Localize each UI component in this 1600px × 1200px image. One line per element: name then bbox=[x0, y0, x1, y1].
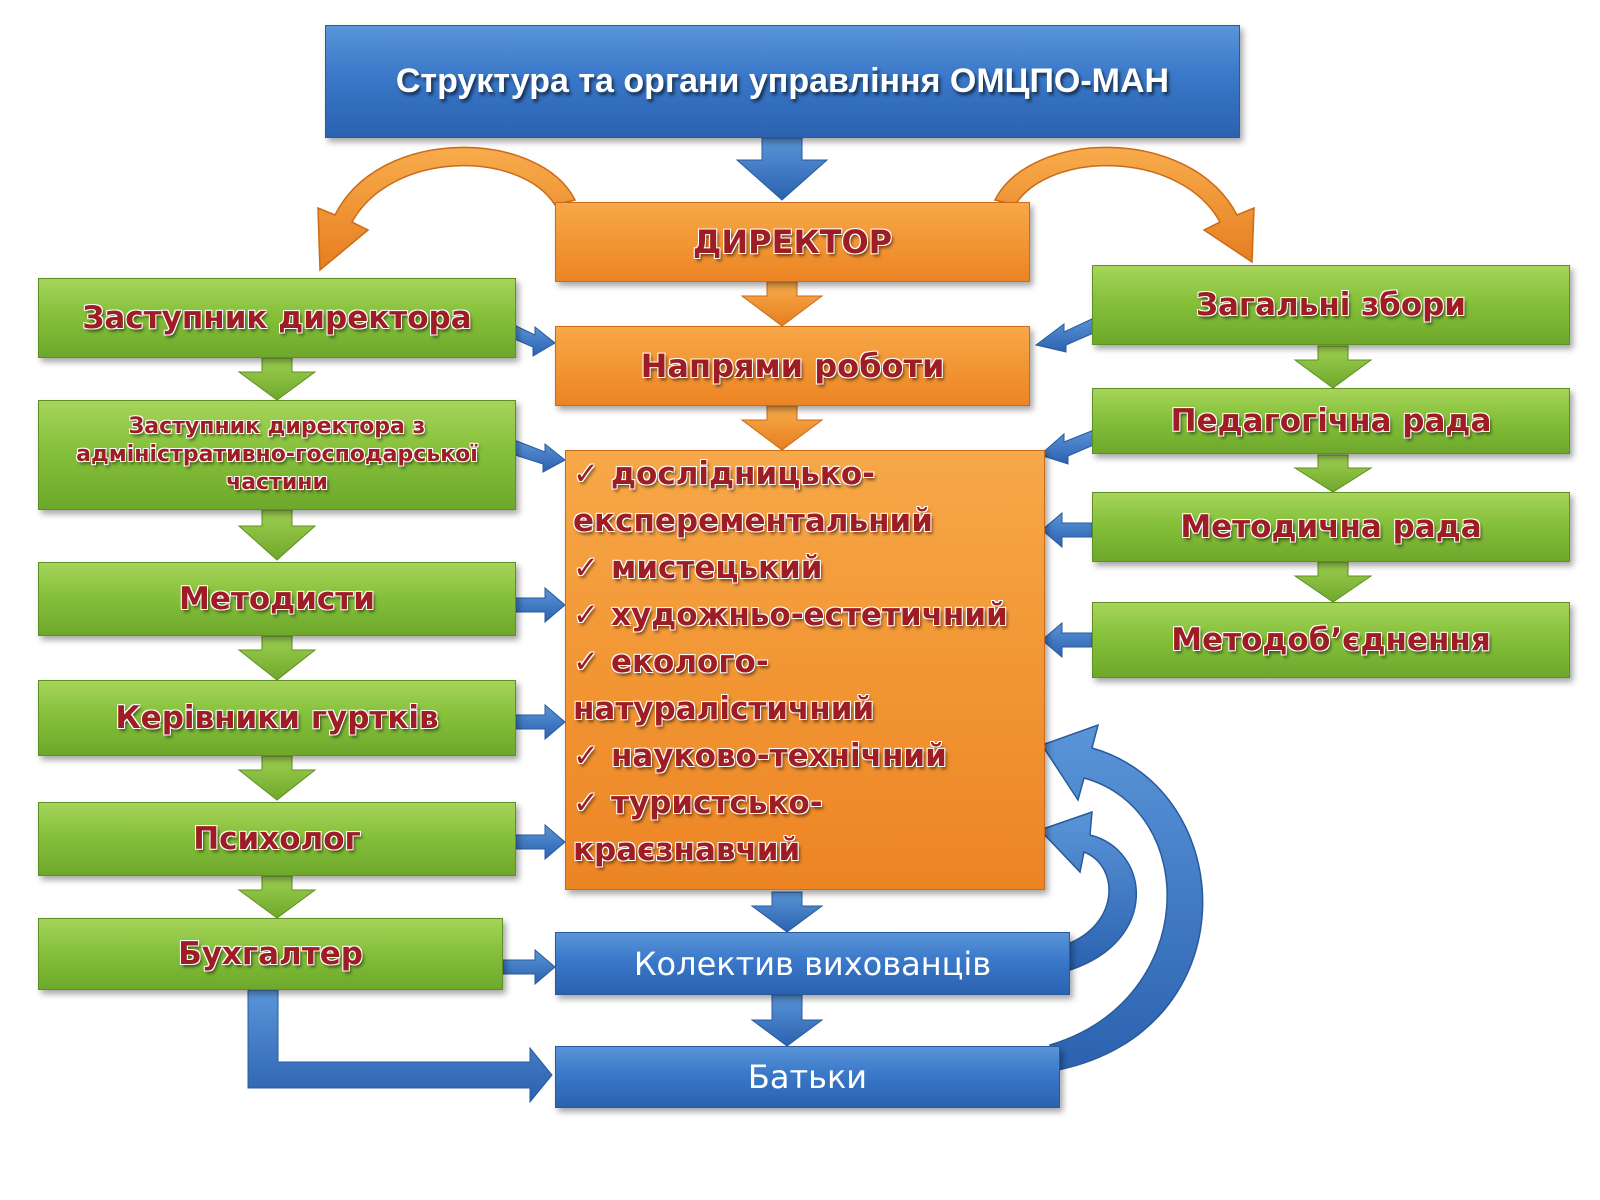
students-label: Колектив вихованців bbox=[633, 944, 992, 983]
parents-box[interactable]: Батьки bbox=[555, 1046, 1060, 1108]
deputy-admin-box[interactable]: Заступник директора з адміністративно-го… bbox=[38, 400, 516, 510]
deputy-admin-label: Заступник директора з адміністративно-го… bbox=[76, 414, 478, 495]
direction-item: ✓художньо-естетичний bbox=[573, 597, 1008, 633]
direction-item: ✓дослідницько-експерементальний bbox=[573, 456, 933, 539]
club-leaders-box[interactable]: Керівники гуртків bbox=[38, 680, 516, 756]
students-box[interactable]: Колектив вихованців bbox=[555, 932, 1070, 995]
director-label: ДИРЕКТОР bbox=[692, 223, 893, 261]
curved-arrow-students-to-center bbox=[1038, 810, 1137, 971]
direction-item: ✓мистецький bbox=[573, 550, 823, 586]
direction-item: ✓еколого-натуралістичний bbox=[573, 644, 875, 727]
directions-list-box bbox=[565, 450, 1045, 890]
psychologist-label: Психолог bbox=[193, 821, 361, 857]
deputy-director-label: Заступник директора bbox=[82, 300, 472, 336]
arrow-students-to-parents bbox=[750, 994, 824, 1047]
curved-arrow-left bbox=[317, 146, 577, 272]
method-association-label: Методоб’єднення bbox=[1171, 622, 1491, 658]
check-icon: ✓ bbox=[573, 785, 599, 821]
general-meeting-box[interactable]: Загальні збори bbox=[1092, 265, 1570, 345]
check-icon: ✓ bbox=[573, 738, 599, 774]
arrows-right-to-center bbox=[1034, 317, 1097, 659]
arrow-accountant-to-parents bbox=[247, 989, 553, 1104]
arrows-right-column bbox=[1293, 345, 1373, 603]
method-association-box[interactable]: Методоб’єднення bbox=[1092, 602, 1570, 678]
parents-label: Батьки bbox=[747, 1058, 868, 1096]
title-box: Структура та органи управління ОМЦПО-МАН bbox=[325, 25, 1240, 138]
arrow-directions-to-list bbox=[740, 405, 824, 451]
methodical-council-box[interactable]: Методична рада bbox=[1092, 492, 1570, 562]
pedagogical-council-label: Педагогічна рада bbox=[1170, 403, 1492, 439]
arrows-left-column bbox=[237, 357, 317, 919]
psychologist-box[interactable]: Психолог bbox=[38, 802, 516, 876]
check-icon: ✓ bbox=[573, 644, 599, 680]
check-icon: ✓ bbox=[573, 456, 599, 492]
methodists-label: Методисти bbox=[179, 581, 375, 617]
accountant-box[interactable]: Бухгалтер bbox=[38, 918, 503, 990]
curved-arrow-parents-to-center bbox=[1040, 723, 1204, 1071]
arrow-list-to-students bbox=[750, 891, 824, 933]
methodists-box[interactable]: Методисти bbox=[38, 562, 516, 636]
arrow-title-to-director bbox=[735, 137, 829, 201]
check-icon: ✓ bbox=[573, 597, 599, 633]
arrow-director-to-directions bbox=[740, 281, 824, 327]
check-icon: ✓ bbox=[573, 550, 599, 586]
page-title: Структура та органи управління ОМЦПО-МАН bbox=[395, 62, 1170, 100]
general-meeting-label: Загальні збори bbox=[1195, 287, 1467, 323]
methodical-council-label: Методична рада bbox=[1180, 509, 1482, 545]
directions-header-label: Напрями роботи bbox=[640, 347, 945, 385]
directions-list: ✓дослідницько-експерементальний ✓мистець… bbox=[565, 445, 1025, 885]
direction-item: ✓туристсько-краєзнавчий bbox=[573, 785, 823, 868]
pedagogical-council-box[interactable]: Педагогічна рада bbox=[1092, 388, 1570, 454]
arrows-left-to-center bbox=[502, 324, 566, 986]
accountant-label: Бухгалтер bbox=[178, 936, 363, 972]
club-leaders-label: Керівники гуртків bbox=[115, 700, 439, 736]
curved-arrow-right bbox=[993, 146, 1255, 264]
director-box[interactable]: ДИРЕКТОР bbox=[555, 202, 1030, 282]
direction-item: ✓науково-технічний bbox=[573, 738, 947, 774]
directions-header-box[interactable]: Напрями роботи bbox=[555, 326, 1030, 406]
deputy-director-box[interactable]: Заступник директора bbox=[38, 278, 516, 358]
